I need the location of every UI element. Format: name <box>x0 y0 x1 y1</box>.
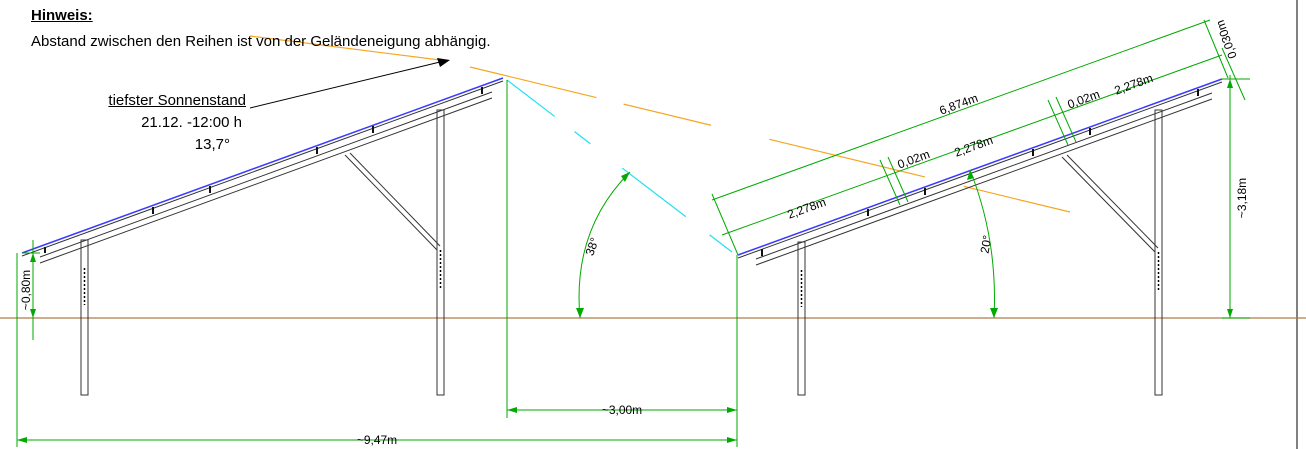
gap-1-label: 0,02m <box>896 147 932 172</box>
right-table <box>737 78 1223 396</box>
table-length-label: 6,874m <box>937 91 979 118</box>
sun-date: 21.12. -12:00 h <box>141 114 242 131</box>
dimension-arrows <box>17 79 1233 443</box>
note-text: Abstand zwischen den Reihen ist von der … <box>31 33 491 50</box>
row-gap-label: ~3,00m <box>602 403 642 417</box>
shade-angle-label: 38° <box>583 236 602 258</box>
front-height-label: ~0,80m <box>19 270 33 310</box>
module-1-label: 2,278m <box>785 195 827 222</box>
left-table <box>21 77 504 396</box>
back-height-label: ~3,18m <box>1235 178 1249 218</box>
sun-leader <box>249 61 441 109</box>
total-depth-label: ~9,47m <box>357 433 397 447</box>
shade-line <box>506 79 733 253</box>
edge-offset-label: 0,030m <box>1213 18 1240 60</box>
sun-angle: 13,7° <box>194 136 230 153</box>
sun-leader-arrow <box>437 58 450 67</box>
sun-title: tiefster Sonnenstand <box>108 92 246 109</box>
note-title: Hinweis: <box>31 7 93 24</box>
sun-ray <box>249 35 1071 213</box>
gap-2-label: 0,02m <box>1066 87 1102 112</box>
module-2-label: 2,278m <box>952 133 994 160</box>
right-module <box>737 78 1223 256</box>
tilt-angle-label: 20° <box>978 234 995 254</box>
left-module <box>21 77 504 254</box>
dimension-lines <box>16 19 1250 447</box>
module-3-label: 2,278m <box>1112 71 1154 98</box>
